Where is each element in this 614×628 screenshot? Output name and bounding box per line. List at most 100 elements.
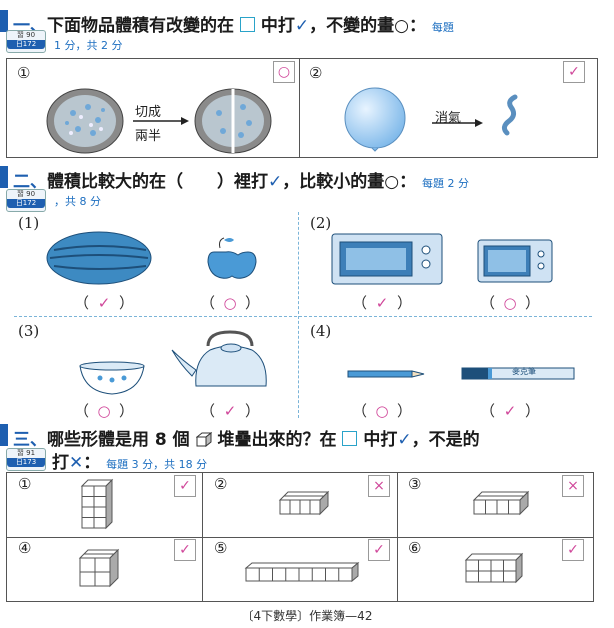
- q3-bar: [0, 424, 8, 446]
- q1-item1-label: ①: [17, 64, 31, 82]
- q2-title-text2: ，比較小的畫: [282, 172, 385, 192]
- q3-ref-bottom: 日173: [7, 458, 45, 467]
- page-footer: 〔4下數學〕作業簿—42: [241, 609, 373, 623]
- q1-item2-answer[interactable]: ✓: [563, 61, 585, 83]
- q3-number: 三: [13, 430, 30, 450]
- checkbox-square-icon: [342, 431, 358, 446]
- q1-title-text: 下面物品體積有改變的在: [47, 16, 234, 36]
- q1-ref-bottom: 日172: [7, 40, 45, 49]
- q2-group3-right-answer: ✓: [223, 402, 237, 420]
- q2-title-text: 體積比較大的在（ ）裡打: [47, 172, 268, 192]
- q2-group1-left-answer: ✓: [97, 294, 111, 312]
- microwave-oven-image: [331, 233, 553, 285]
- q3-line2-colon: ：: [83, 453, 101, 473]
- q2-number: 二: [13, 172, 30, 192]
- q3-title-line2: 打✕： 每題 3 分，共 18 分: [52, 448, 207, 473]
- q3-item1-shape: [80, 478, 114, 530]
- q3-title-text2: 堆疊出來的？在: [217, 430, 337, 450]
- q1-arrow-text1: 切成: [135, 105, 162, 120]
- circle-icon: ○: [384, 172, 400, 192]
- q3-item5-shape: [244, 562, 360, 583]
- q1-bar: [0, 10, 8, 32]
- q2-note: 每題 2 分: [422, 177, 470, 190]
- q2-group1-label: (1): [18, 214, 40, 232]
- cross-icon: ✕: [69, 453, 84, 473]
- q1-ref-top: 習 90: [16, 31, 36, 39]
- watermelon-image: [46, 231, 257, 285]
- q3-item5-answer[interactable]: ✓: [368, 539, 390, 561]
- q1-title-text2: 中打: [260, 16, 295, 36]
- q2-group4-right-answer: ✓: [503, 402, 517, 420]
- check-icon: ✓: [294, 16, 310, 36]
- check-icon: ✓: [268, 172, 283, 192]
- q2-group2-left-paren[interactable]: （✓）: [352, 294, 413, 312]
- q1-arrow-text3: 消氣: [435, 111, 462, 126]
- q3-box: [6, 472, 594, 602]
- q3-item2-answer[interactable]: ×: [368, 475, 390, 497]
- pizza-image: [46, 88, 272, 154]
- q1-item2-label: ②: [309, 64, 323, 82]
- q1-title-text4: ：: [408, 16, 426, 36]
- q3-item6-answer[interactable]: ✓: [562, 539, 584, 561]
- q3-ref-top: 習 91: [16, 449, 36, 457]
- q1-divider: [299, 59, 300, 157]
- checkbox-square-icon: [239, 17, 255, 32]
- q1-title: 一、下面物品體積有改變的在 中打✓，不變的畫○： 每題: [13, 16, 454, 36]
- q3-title-text: 哪些形體是用 8 個: [47, 430, 190, 450]
- q2-sub: ，共 8 分: [54, 195, 101, 208]
- q3-item1-answer[interactable]: ✓: [174, 475, 196, 497]
- q2-group4-right-paren[interactable]: （✓）: [480, 402, 541, 420]
- q3-title-text4: ，不是的: [411, 430, 480, 450]
- cube-icon: [195, 431, 213, 448]
- q3-line2-text: 打: [52, 453, 69, 473]
- q1-note: 每題: [431, 21, 454, 34]
- q3-item6-shape: [464, 552, 524, 584]
- q2-group3-left-paren[interactable]: （○）: [74, 402, 135, 420]
- q2-group2-right-paren[interactable]: （○）: [480, 294, 541, 312]
- q2-group2-label: (2): [310, 214, 332, 232]
- q2-divider-vertical: [298, 212, 299, 418]
- check-icon: ✓: [397, 430, 412, 450]
- q3-item2-label: ②: [214, 475, 228, 493]
- q2-group4-left-paren[interactable]: （○）: [352, 402, 413, 420]
- q3-divider-h: [7, 537, 593, 538]
- q2-group3-right-paren[interactable]: （✓）: [200, 402, 261, 420]
- q2-bar: [0, 166, 8, 188]
- q3-item3-answer[interactable]: ×: [562, 475, 584, 497]
- q3-title: 三、哪些形體是用 8 個 堆疊出來的？在 中打✓，不是的: [13, 430, 480, 450]
- q1-sub: 1 分，共 2 分: [54, 39, 123, 52]
- q3-item4-label: ④: [18, 539, 32, 557]
- q3-item3-shape: [472, 490, 530, 516]
- q3-item4-shape: [78, 548, 120, 588]
- q2-group3-label: (3): [18, 322, 40, 340]
- q1-item1-answer[interactable]: ○: [273, 61, 295, 83]
- q3-title-text3: 中打: [363, 430, 398, 450]
- q1-title-text3: ，不變的畫: [309, 16, 395, 36]
- q2-group1-left-paren[interactable]: （✓）: [74, 294, 135, 312]
- q2-ref-bottom: 日172: [7, 199, 45, 208]
- q3-item3-label: ③: [408, 475, 422, 493]
- q2-group1-right-answer: ○: [223, 294, 237, 312]
- q1-arrow-text2: 兩半: [135, 129, 162, 144]
- q2-group1-right-paren[interactable]: （○）: [200, 294, 261, 312]
- bowl-and-kettle-image: [79, 330, 267, 395]
- q3-item4-answer[interactable]: ✓: [174, 539, 196, 561]
- q2-group2-left-answer: ✓: [375, 294, 389, 312]
- q3-note: 每題 3 分，共 18 分: [106, 458, 208, 471]
- pen-label: 麥克筆: [512, 367, 536, 376]
- q2-title-text3: ：: [399, 172, 417, 192]
- q2-group4-left-answer: ○: [375, 402, 389, 420]
- q2-ref-top: 習 90: [16, 190, 36, 198]
- q3-item5-label: ⑤: [214, 539, 228, 557]
- q2-title: 二、體積比較大的在（ ）裡打✓，比較小的畫○： 每題 2 分: [13, 172, 470, 192]
- q3-item6-label: ⑥: [408, 539, 422, 557]
- q2-group2-right-answer: ○: [503, 294, 517, 312]
- q3-item2-shape: [278, 490, 330, 516]
- q1-box: ① ○ 切成 兩半 ② ✓ 消氣: [6, 58, 598, 158]
- q2-group3-left-answer: ○: [97, 402, 111, 420]
- q2-divider-horizontal: [14, 316, 592, 317]
- q2-group4-label: (4): [310, 322, 332, 340]
